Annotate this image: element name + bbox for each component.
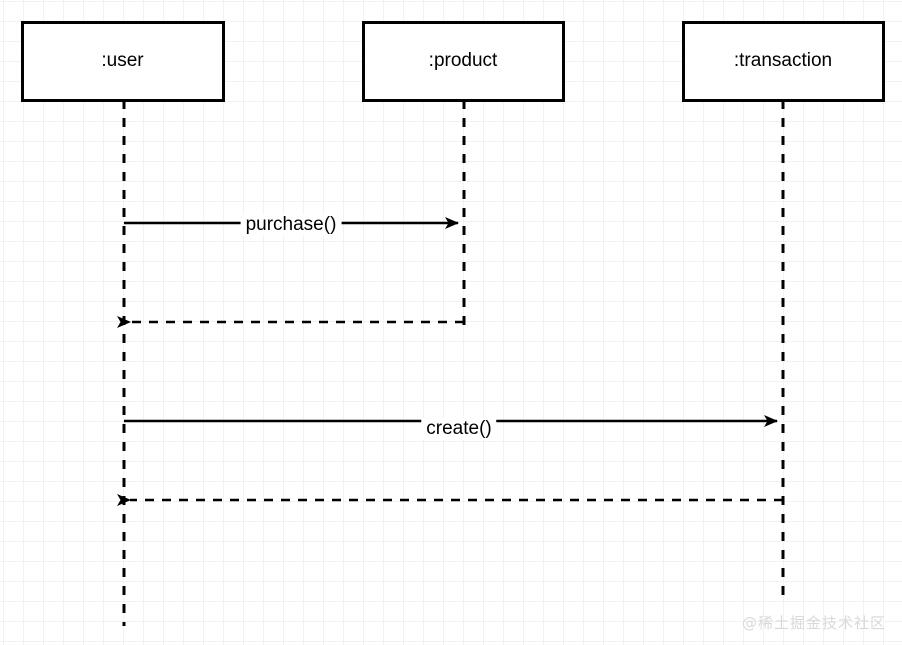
participant-box-user[interactable] — [21, 21, 225, 102]
participant-box-transaction[interactable] — [682, 21, 885, 102]
message-label-purchase: purchase() — [240, 214, 342, 236]
message-label-create: create() — [421, 418, 497, 440]
participant-box-product[interactable] — [362, 21, 565, 102]
watermark-text: @稀土掘金技术社区 — [741, 614, 886, 632]
